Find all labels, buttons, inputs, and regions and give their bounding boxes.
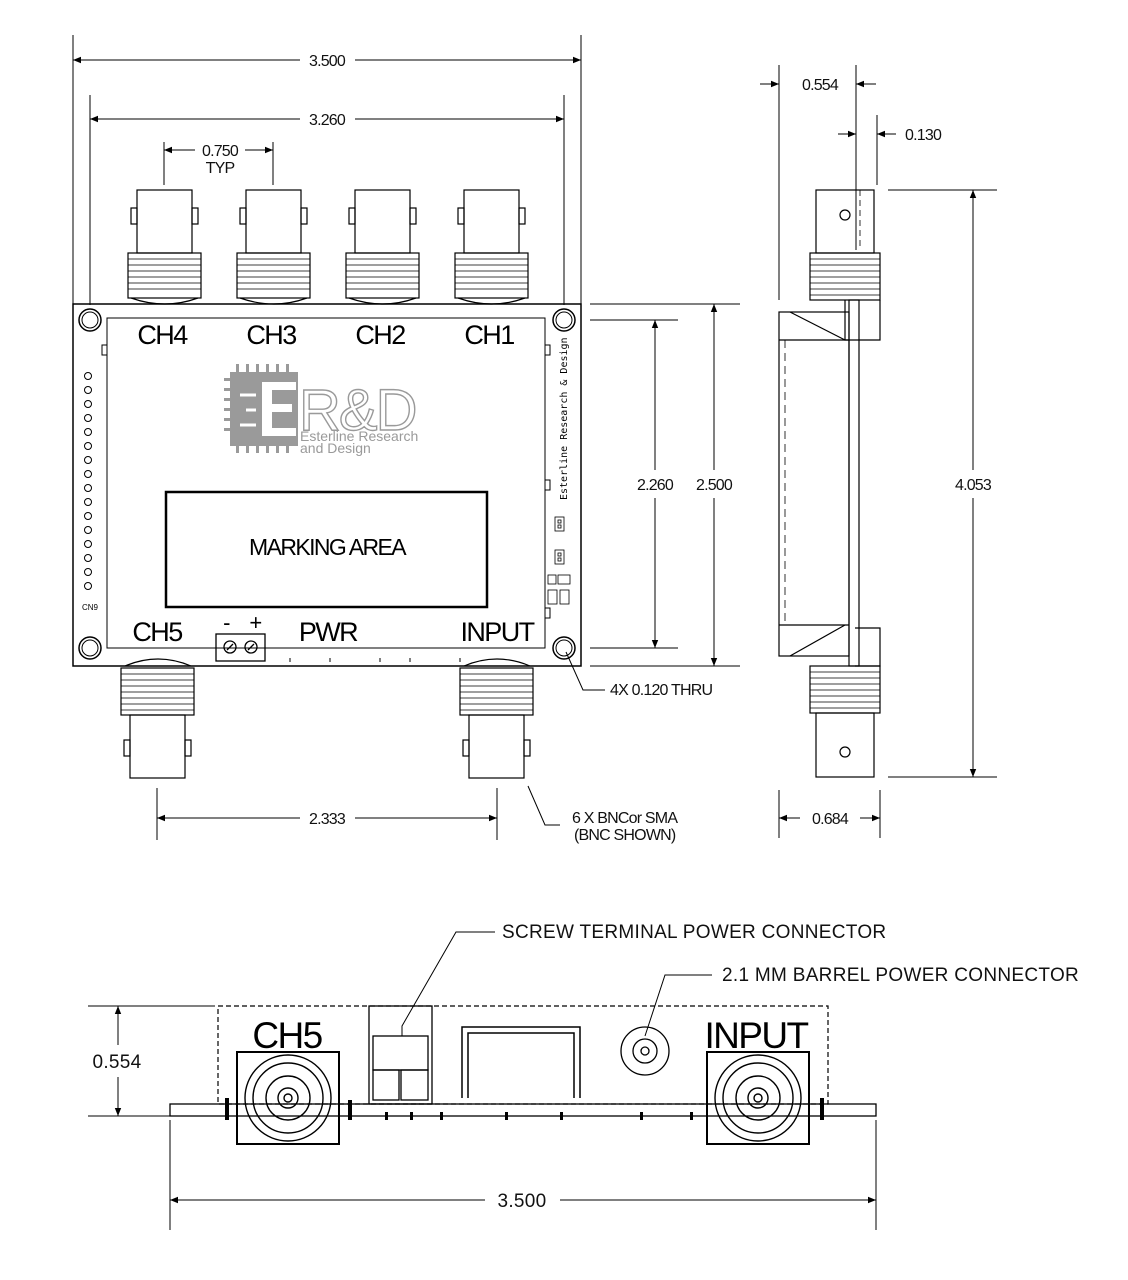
front-view: 3.500 3.260 0.750 TYP — [72, 35, 740, 840]
dim-side-offset — [838, 115, 896, 185]
callout-screw-terminal-text: SCREW TERMINAL POWER CONNECTOR — [502, 922, 886, 943]
dim-side-base — [778, 790, 881, 838]
board-outline — [72, 303, 582, 667]
callout-connectors-leader — [527, 785, 560, 826]
side-connector-top — [809, 189, 881, 341]
dim-overall-width-label: 3.500 — [309, 53, 346, 70]
bnc-connector-ch3 — [236, 189, 311, 305]
callout-barrel-leader — [644, 974, 712, 1037]
dim-side-base-label: 0.684 — [812, 811, 849, 828]
label-ch3: CH3 — [246, 320, 296, 350]
bottom-plate-components — [225, 1098, 824, 1120]
bottom-screw-terminal — [368, 1005, 433, 1105]
dim-hole-vertical — [590, 319, 678, 649]
label-ch4: CH4 — [137, 320, 188, 350]
callout-screw-terminal-leader — [401, 931, 495, 1036]
dim-side-height — [888, 189, 997, 778]
dim-side-offset-label: 0.130 — [905, 127, 942, 144]
dim-bottom-spacing — [156, 788, 498, 840]
dim-side-depth — [760, 65, 876, 300]
barrel-connector — [620, 1026, 670, 1076]
logo-mark: R&D — [299, 378, 416, 443]
label-pwr: PWR — [299, 617, 358, 647]
side-view — [760, 65, 997, 838]
bnc-connector-ch1 — [454, 189, 529, 305]
dim-bottom-height — [88, 1005, 215, 1117]
callout-hole-text: 4X 0.120 THRU — [610, 682, 712, 699]
bottom-barrel-housing — [461, 1026, 581, 1098]
bnc-connector-ch4 — [127, 189, 202, 305]
bottom-bnc-input — [706, 1051, 810, 1145]
bottom-view — [88, 931, 877, 1230]
enclosure-outline — [106, 317, 546, 649]
label-plus: + — [249, 610, 261, 635]
mounting-holes — [78, 308, 576, 660]
bottom-bnc-ch5 — [236, 1051, 340, 1145]
side-connector-bottom — [809, 627, 881, 778]
logo-line2: and Design — [300, 440, 371, 456]
dim-hole-vertical-label: 2.260 — [637, 477, 674, 494]
callout-barrel-text: 2.1 MM BARREL POWER CONNECTOR — [722, 965, 1079, 986]
bottom-label-input: INPUT — [704, 1015, 808, 1056]
dim-board-height-label: 2.500 — [696, 477, 733, 494]
bnc-connector-ch5 — [120, 658, 195, 779]
label-ch1: CH1 — [464, 320, 514, 350]
callout-connectors-text-1: 6 X BNCor SMA — [572, 810, 678, 827]
dim-connector-pitch-label: 0.750 — [202, 143, 239, 160]
board-edge-marks — [101, 344, 551, 619]
label-ch5: CH5 — [132, 617, 182, 647]
dim-bottom-height-label: 0.554 — [92, 1052, 141, 1073]
vertical-company-text: Esterline Research & Design — [559, 337, 570, 500]
dim-connector-pitch-note: TYP — [206, 160, 235, 177]
marking-area-box — [164, 490, 489, 609]
dim-connector-pitch — [163, 142, 274, 185]
bottom-label-ch5: CH5 — [252, 1015, 322, 1056]
dim-side-height-label: 4.053 — [955, 477, 992, 494]
dim-board-height — [590, 303, 740, 667]
label-ch2: CH2 — [355, 320, 405, 350]
bnc-connector-input — [459, 658, 534, 779]
bottom-edge-ticks — [289, 658, 461, 662]
dim-hole-spacing — [89, 95, 565, 305]
bottom-board-plate — [169, 1103, 877, 1117]
dim-hole-spacing-label: 3.260 — [309, 112, 346, 129]
logo-line1: Esterline Research — [300, 428, 418, 444]
logo-chip-graphic — [224, 364, 298, 453]
header-pins — [84, 372, 92, 590]
label-minus: - — [223, 610, 230, 635]
callout-connectors-text-2: (BNC SHOWN) — [574, 827, 676, 844]
side-enclosure — [778, 299, 860, 667]
smd-components — [547, 516, 571, 605]
callout-hole-leader — [565, 651, 605, 691]
label-input: INPUT — [460, 617, 534, 647]
dim-side-depth-label: 0.554 — [802, 77, 839, 94]
dim-bottom-width — [169, 1120, 877, 1230]
marking-area-label: MARKING AREA — [249, 534, 407, 560]
dim-bottom-width-label: 3.500 — [497, 1191, 546, 1212]
power-terminal — [215, 633, 266, 662]
dim-overall-width — [72, 35, 582, 305]
bnc-connector-ch2 — [345, 189, 420, 305]
dim-bottom-spacing-label: 2.333 — [309, 811, 346, 828]
header-label: CN9 — [82, 603, 99, 612]
